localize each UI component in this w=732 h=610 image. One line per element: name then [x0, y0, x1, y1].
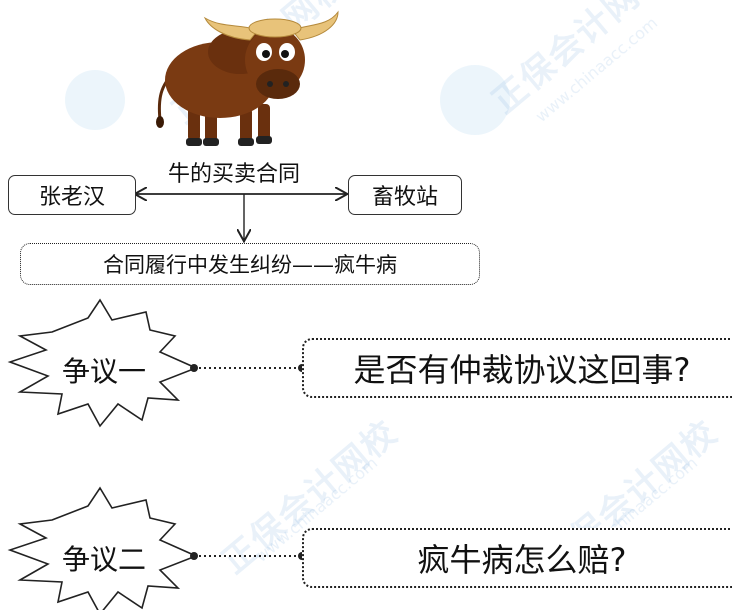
issue-star-1 [7, 298, 199, 428]
left-party-label: 张老汉 [38, 185, 105, 210]
connector-dot [190, 552, 198, 560]
dispute-box: 合同履行中发生纠纷——疯牛病 [20, 243, 480, 285]
issue-1-question-box: 是否有仲裁协议这回事? [302, 338, 732, 398]
issue-2-question: 疯牛病怎么赔? [417, 541, 627, 579]
watermark-logo [440, 65, 510, 135]
dispute-label: 合同履行中发生纠纷——疯牛病 [103, 253, 397, 277]
issue-star-2 [7, 486, 199, 610]
issue-1-star-label: 争议一 [62, 355, 147, 388]
issue-1-question: 是否有仲裁协议这回事? [353, 351, 691, 389]
bull-illustration [156, 10, 339, 146]
right-party-box: 畜牧站 [348, 175, 462, 215]
left-party-box: 张老汉 [8, 175, 136, 215]
issue-2-question-box: 疯牛病怎么赔? [302, 528, 732, 588]
connector-dot [190, 364, 198, 372]
right-party-label: 畜牧站 [371, 185, 438, 210]
watermark-logo [65, 70, 125, 130]
issue-2-star-label: 争议二 [62, 543, 147, 576]
contract-label: 牛的买卖合同 [168, 162, 301, 187]
